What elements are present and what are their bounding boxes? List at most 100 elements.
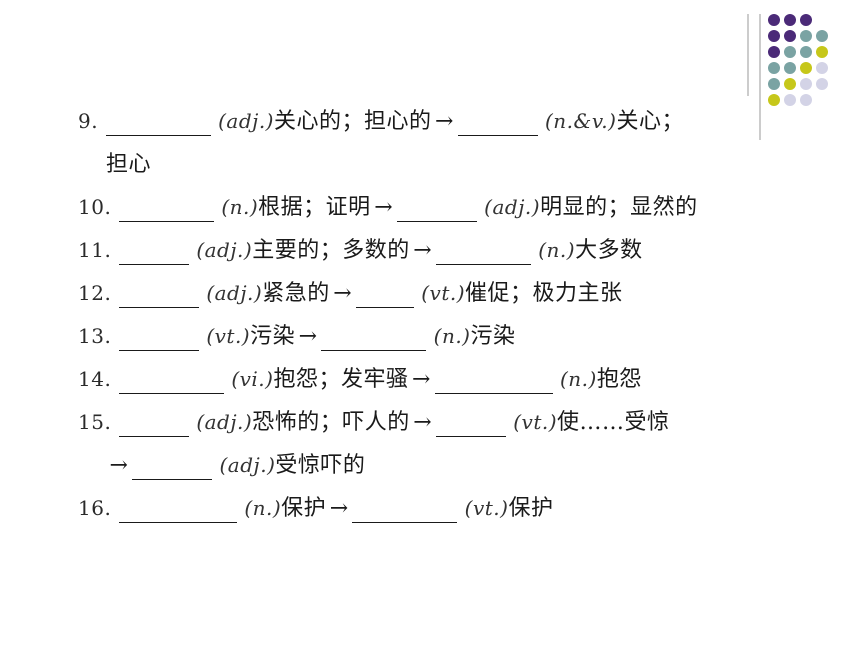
gloss: 明显的；显然的 [540, 195, 698, 220]
answer-blank[interactable] [105, 109, 211, 136]
part-of-speech: (adj.) [218, 109, 274, 133]
item-number: 10. [78, 195, 112, 219]
exercise-item-9-continued: 担心 [78, 143, 798, 186]
arrow-icon: → [333, 281, 353, 306]
part-of-speech: (adj.) [196, 238, 253, 262]
decorative-dot [768, 62, 780, 74]
part-of-speech: (vt.) [464, 496, 509, 520]
decorative-dot [784, 14, 796, 26]
decorative-dot [784, 46, 796, 58]
exercise-item-16: 16. (n.)保护→ (vt.)保护 [78, 487, 798, 530]
part-of-speech: (n.) [433, 324, 471, 348]
answer-blank[interactable] [434, 367, 553, 394]
part-of-speech: (n.) [560, 367, 597, 391]
gloss: 大多数 [575, 238, 643, 263]
item-number: 15. [78, 410, 112, 434]
part-of-speech: (adj.) [196, 410, 253, 434]
answer-blank[interactable] [118, 238, 189, 265]
decorative-dot [784, 94, 796, 106]
gloss: 催促；极力主张 [465, 281, 623, 306]
gloss: 主要的；多数的 [252, 238, 410, 263]
decorative-dot-pattern [747, 14, 828, 140]
answer-blank[interactable] [118, 367, 224, 394]
arrow-icon: → [109, 453, 129, 478]
decorative-dot [800, 94, 812, 106]
answer-blank[interactable] [435, 238, 531, 265]
answer-blank[interactable] [352, 496, 458, 523]
decorative-dot [816, 46, 828, 58]
decorative-dot [784, 30, 796, 42]
decorative-dot [816, 78, 828, 90]
part-of-speech: (n.) [244, 496, 282, 520]
part-of-speech: (n.) [538, 238, 576, 262]
part-of-speech: (adj.) [484, 195, 541, 219]
arrow-icon: → [412, 367, 431, 392]
gloss: 关心的；担心的 [273, 109, 432, 134]
vocabulary-exercise: 9. (adj.)关心的；担心的→ (n.&v.)关心； 担心 10. (n.)… [78, 100, 798, 530]
exercise-item-9: 9. (adj.)关心的；担心的→ (n.&v.)关心； [78, 100, 798, 143]
gloss: 保护 [508, 496, 554, 521]
gloss: 抱怨 [596, 367, 642, 392]
decorative-dot [768, 94, 780, 106]
part-of-speech: (vt.) [513, 410, 558, 434]
decorative-dot [768, 14, 780, 26]
arrow-icon: → [374, 195, 394, 220]
decorative-dot [768, 78, 780, 90]
answer-blank[interactable] [118, 195, 214, 222]
part-of-speech: (adj.) [206, 281, 263, 305]
decorative-dot [816, 30, 828, 42]
part-of-speech: (n.) [221, 195, 259, 219]
decorative-dot [784, 78, 796, 90]
dot-grid [768, 14, 828, 106]
answer-blank[interactable] [118, 324, 199, 351]
answer-blank[interactable] [457, 109, 538, 136]
item-number: 12. [78, 281, 112, 305]
part-of-speech: (vi.) [231, 367, 274, 391]
decorative-dot [768, 30, 780, 42]
decorative-dot [816, 62, 828, 74]
decorative-dot [768, 46, 780, 58]
gloss: 保护 [281, 496, 327, 521]
item-number: 11. [78, 238, 112, 262]
item-number: 16. [78, 496, 112, 520]
decorative-dot [800, 30, 812, 42]
decorative-dot [800, 62, 812, 74]
decorative-dot [800, 78, 812, 90]
gloss: 污染 [250, 324, 296, 349]
exercise-item-12: 12. (adj.)紧急的→ (vt.)催促；极力主张 [78, 272, 798, 315]
gloss: 抱怨；发牢骚 [273, 367, 409, 392]
arrow-icon: → [298, 324, 318, 349]
answer-blank[interactable] [132, 453, 212, 480]
part-of-speech: (n.&v.) [545, 109, 617, 133]
gloss: 恐怖的；吓人的 [252, 410, 410, 435]
answer-blank[interactable] [118, 281, 199, 308]
gloss: 紧急的 [262, 281, 330, 306]
answer-blank[interactable] [435, 410, 506, 437]
answer-blank[interactable] [321, 324, 427, 351]
item-number: 9. [78, 109, 99, 133]
decorative-dot [800, 14, 812, 26]
part-of-speech: (adj.) [219, 453, 276, 477]
part-of-speech: (vt.) [421, 281, 466, 305]
answer-blank[interactable] [355, 281, 414, 308]
gloss: 关心； [616, 109, 684, 134]
answer-blank[interactable] [118, 496, 237, 523]
gloss: 受惊吓的 [275, 453, 366, 478]
answer-blank[interactable] [396, 195, 477, 222]
arrow-icon: → [435, 109, 454, 134]
arrow-icon: → [413, 410, 433, 435]
item-number: 14. [78, 367, 112, 391]
decorative-dot [784, 62, 796, 74]
exercise-item-10: 10. (n.)根据；证明→ (adj.)明显的；显然的 [78, 186, 798, 229]
gloss: 污染 [470, 324, 516, 349]
item-number: 13. [78, 324, 112, 348]
exercise-item-15-continued: → (adj.)受惊吓的 [78, 444, 798, 487]
exercise-item-11: 11. (adj.)主要的；多数的→ (n.)大多数 [78, 229, 798, 272]
decorative-dot [800, 46, 812, 58]
answer-blank[interactable] [118, 410, 189, 437]
arrow-icon: → [329, 496, 349, 521]
gloss: 担心 [106, 152, 152, 177]
part-of-speech: (vt.) [206, 324, 251, 348]
gloss: 使……受惊 [557, 410, 670, 435]
arrow-icon: → [413, 238, 433, 263]
